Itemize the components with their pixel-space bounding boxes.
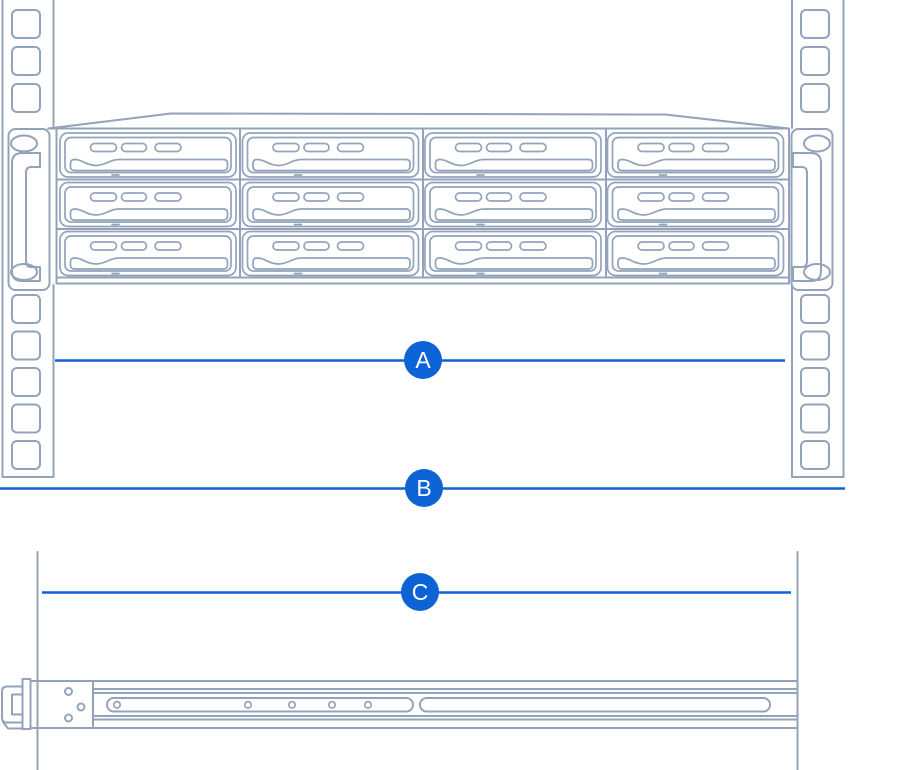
callout-badge-c [401, 573, 439, 611]
screw-hole [76, 702, 86, 712]
drive-tray [241, 181, 420, 228]
drive-tray [59, 230, 237, 277]
rack-square-hole [11, 83, 41, 113]
ear-outline [7, 128, 51, 291]
drive-tray [424, 181, 602, 228]
rail-slot-hole [243, 700, 253, 709]
rail-front-bracket [1, 685, 23, 724]
rack-square-hole [11, 403, 41, 434]
rack-square-hole [11, 440, 41, 470]
rail-bracket-foot [2, 721, 23, 730]
rail-slot-holes [112, 700, 373, 709]
drive-tray [606, 181, 785, 228]
rail-slot-hole [287, 700, 297, 709]
rack-square-hole [800, 367, 830, 397]
thumbscrew-top [10, 134, 38, 153]
drive-tray [424, 230, 602, 277]
rail-front-bracket-hook [11, 693, 23, 716]
screw-hole [64, 713, 73, 723]
rack-square-hole [800, 83, 830, 113]
thumbscrew-top [803, 134, 831, 153]
drive-tray [241, 230, 420, 277]
nas-unit [7, 112, 834, 291]
rack-square-hole [800, 330, 830, 361]
drive-bay-grid [59, 132, 785, 277]
rail-slot-front [106, 697, 414, 713]
drive-tray [59, 132, 237, 178]
rack-square-hole [11, 294, 41, 324]
rail-body [92, 680, 799, 729]
rail-slot-hole [327, 700, 337, 709]
rack-square-hole [11, 330, 41, 361]
rack-square-hole [11, 9, 41, 39]
callout-label-c: C [412, 579, 429, 605]
rack-left-post [1, 0, 55, 478]
rail-slot-hole [112, 700, 122, 709]
rack-square-hole [11, 367, 41, 397]
callout-label-a: A [415, 347, 431, 373]
rack-square-hole [800, 440, 830, 470]
rack-square-hole [800, 403, 830, 434]
drive-tray [241, 132, 420, 178]
rack-square-hole [11, 46, 41, 76]
callout-a: A [55, 341, 785, 379]
drive-tray [424, 132, 602, 178]
left-mounting-ear [7, 128, 51, 291]
callout-label-b: B [416, 475, 431, 501]
rack-square-hole [800, 294, 830, 324]
drive-tray [59, 181, 237, 228]
nas-top-cover [47, 112, 790, 130]
drive-tray [606, 230, 785, 277]
rail-slot-hole [363, 700, 373, 709]
rack-right-post [791, 0, 845, 478]
ear-handle [792, 152, 822, 282]
drive-tray [606, 132, 785, 178]
callout-badge-a [404, 341, 442, 379]
screw-hole [64, 687, 73, 696]
rack-square-hole [800, 46, 830, 76]
callout-c: C [42, 573, 791, 611]
thumbscrew-bottom [803, 263, 831, 281]
callout-b: B [0, 469, 845, 507]
callout-badge-b [405, 469, 443, 507]
right-mounting-ear [790, 128, 834, 291]
rack-square-hole [800, 9, 830, 39]
ear-handle [11, 152, 41, 282]
rail-slot-rear [419, 697, 771, 713]
ear-outline [790, 128, 834, 291]
rail-assembly [1, 678, 799, 730]
rail-bracket-strip [21, 678, 32, 730]
